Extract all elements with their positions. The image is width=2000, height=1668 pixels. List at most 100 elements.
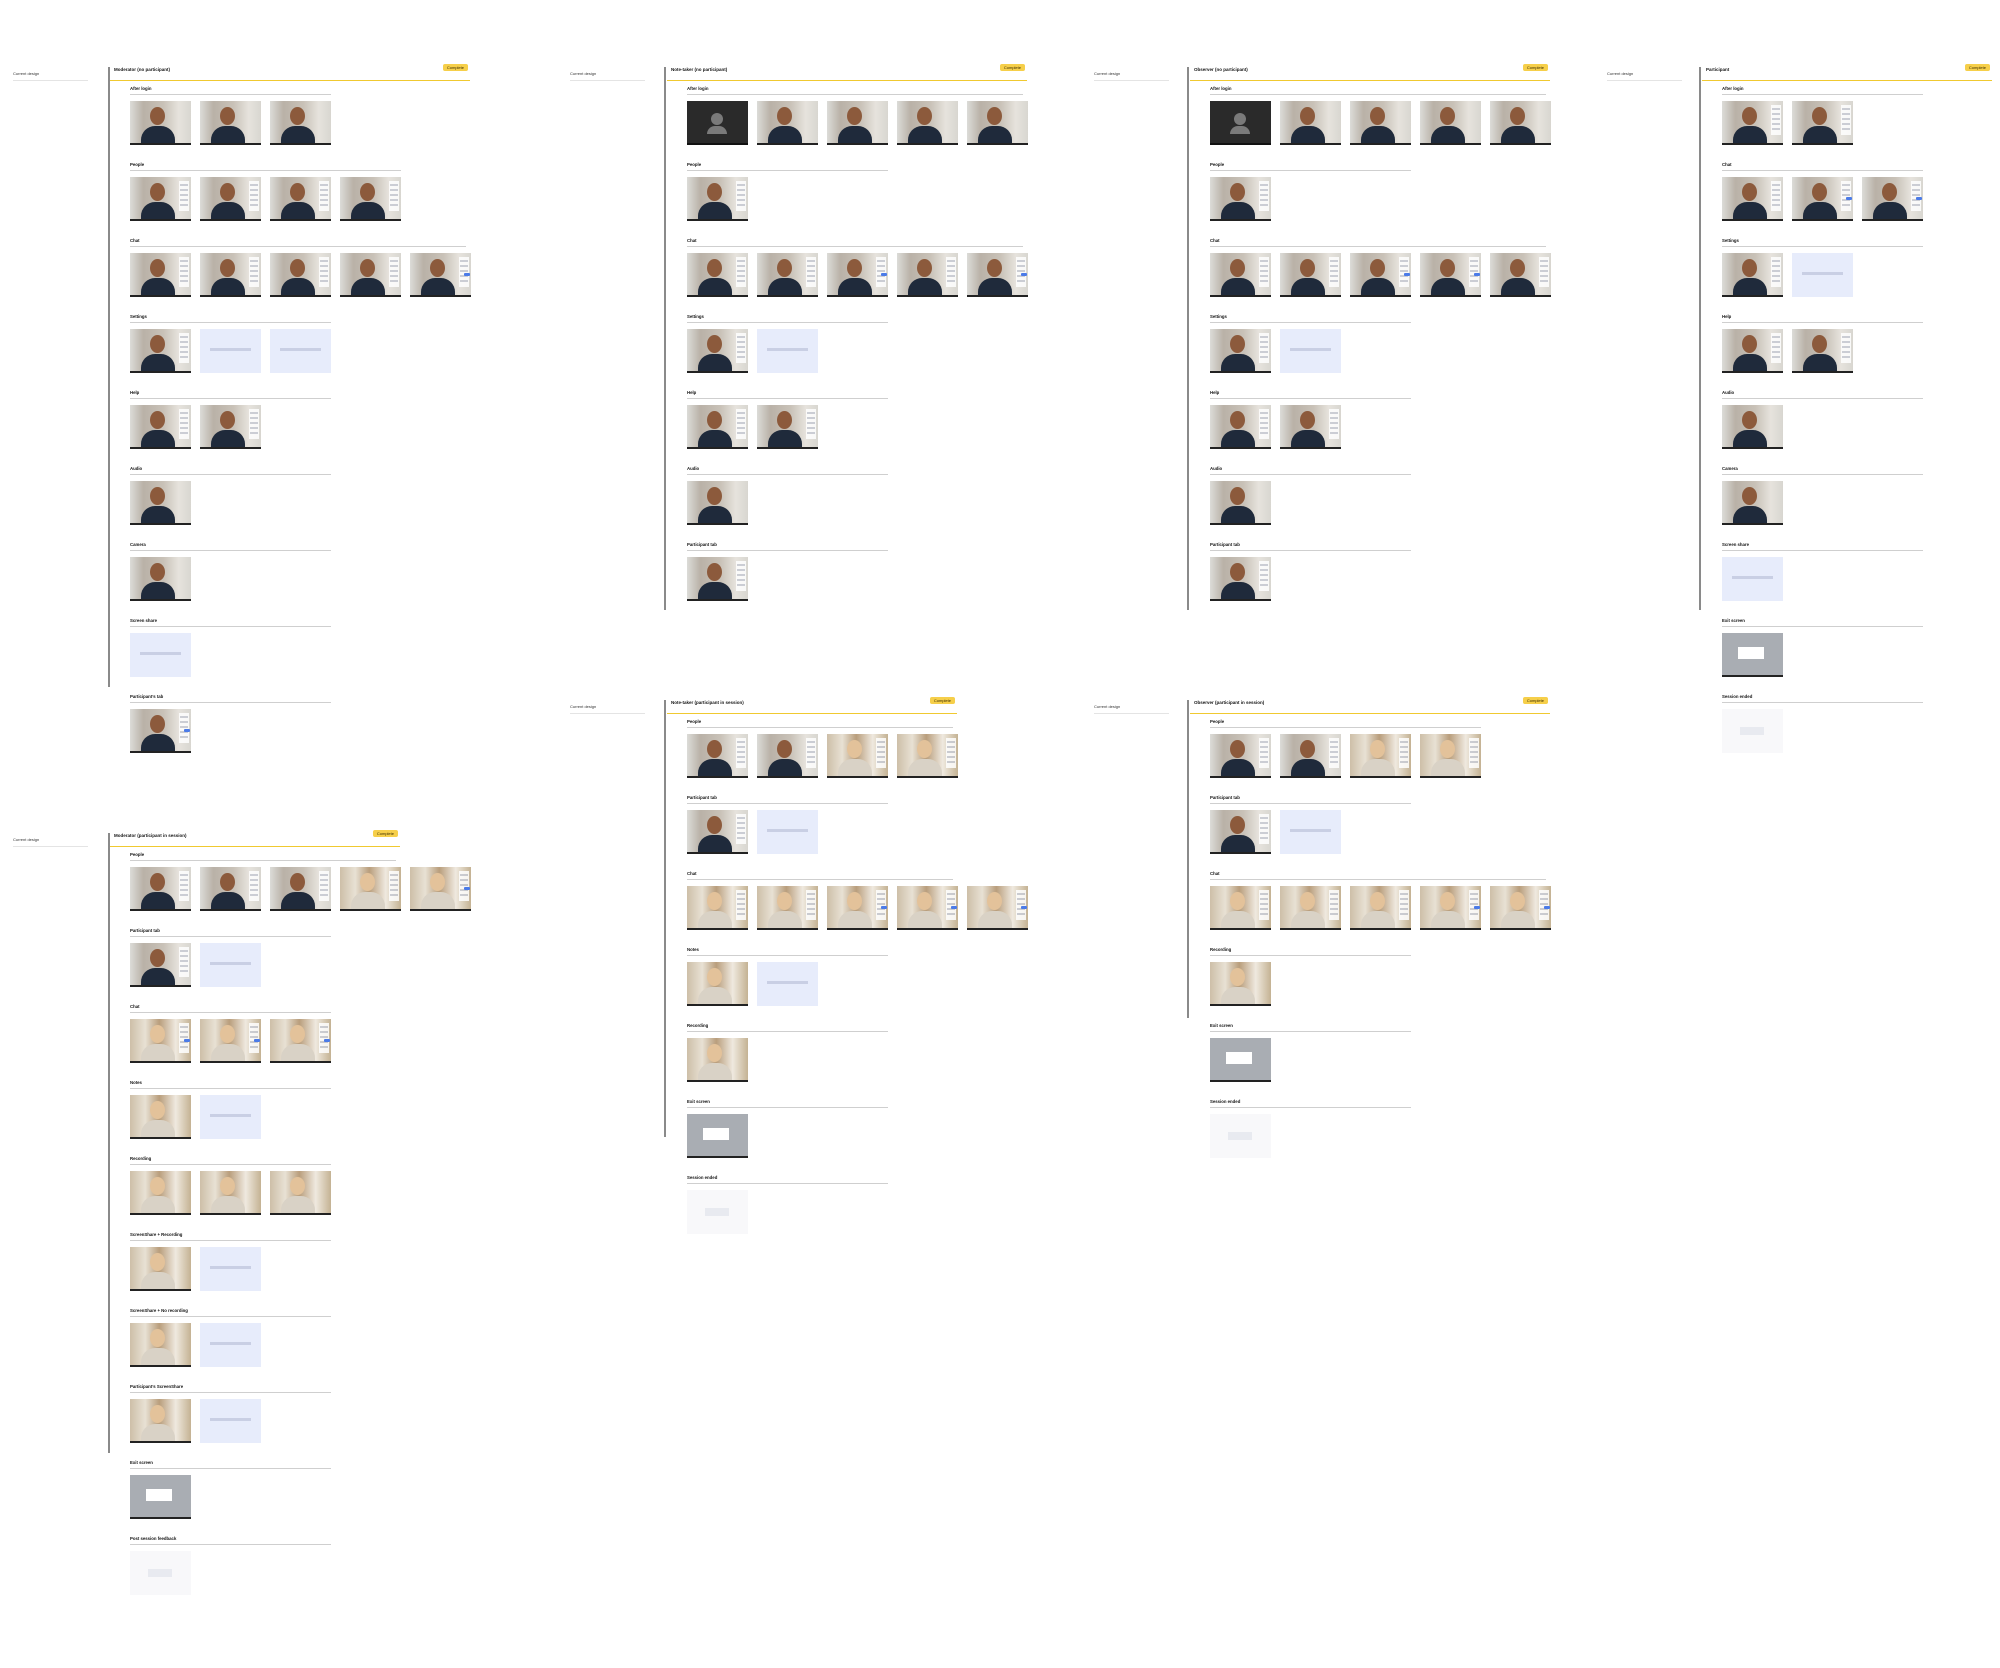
video-thumbnail-woman[interactable] [967, 886, 1028, 930]
placeholder-screen-thumbnail[interactable] [200, 1323, 261, 1367]
video-thumbnail-man[interactable] [1722, 177, 1783, 221]
video-thumbnail-man[interactable] [270, 253, 331, 297]
video-thumbnail-woman[interactable] [757, 886, 818, 930]
video-thumbnail-man[interactable] [967, 101, 1028, 145]
video-thumbnail-man[interactable] [1280, 734, 1341, 778]
video-thumbnail-man[interactable] [130, 405, 191, 449]
placeholder-screen-thumbnail[interactable] [200, 943, 261, 987]
video-thumbnail-man[interactable] [130, 557, 191, 601]
video-thumbnail-man[interactable] [687, 177, 748, 221]
video-thumbnail-man[interactable] [200, 253, 261, 297]
video-thumbnail-man[interactable] [1350, 101, 1411, 145]
video-thumbnail-man[interactable] [340, 253, 401, 297]
video-thumbnail-man[interactable] [270, 867, 331, 911]
placeholder-screen-thumbnail[interactable] [200, 1247, 261, 1291]
video-thumbnail-woman[interactable] [130, 1247, 191, 1291]
video-thumbnail-woman[interactable] [200, 1171, 261, 1215]
video-thumbnail-camera-off[interactable] [1210, 101, 1271, 145]
video-thumbnail-man[interactable] [1280, 101, 1341, 145]
video-thumbnail-man[interactable] [1210, 177, 1271, 221]
video-thumbnail-woman[interactable] [130, 1019, 191, 1063]
placeholder-screen-thumbnail[interactable] [270, 329, 331, 373]
video-thumbnail-man[interactable] [1210, 253, 1271, 297]
video-thumbnail-man[interactable] [1792, 177, 1853, 221]
video-thumbnail-man[interactable] [130, 943, 191, 987]
video-thumbnail-woman[interactable] [687, 962, 748, 1006]
session-ended-thumbnail[interactable] [1210, 1114, 1271, 1158]
video-thumbnail-woman[interactable] [827, 886, 888, 930]
exit-screen-thumbnail[interactable] [1210, 1038, 1271, 1082]
exit-screen-thumbnail[interactable] [687, 1114, 748, 1158]
video-thumbnail-man[interactable] [897, 253, 958, 297]
video-thumbnail-man[interactable] [1350, 253, 1411, 297]
video-thumbnail-man[interactable] [757, 734, 818, 778]
video-thumbnail-woman[interactable] [897, 886, 958, 930]
video-thumbnail-man[interactable] [1722, 101, 1783, 145]
placeholder-screen-thumbnail[interactable] [130, 633, 191, 677]
placeholder-screen-thumbnail[interactable] [757, 962, 818, 1006]
placeholder-screen-thumbnail[interactable] [1722, 557, 1783, 601]
video-thumbnail-man[interactable] [340, 177, 401, 221]
video-thumbnail-man[interactable] [1210, 405, 1271, 449]
video-thumbnail-woman[interactable] [1420, 734, 1481, 778]
video-thumbnail-man[interactable] [200, 867, 261, 911]
video-thumbnail-woman[interactable] [1420, 886, 1481, 930]
video-thumbnail-man[interactable] [200, 405, 261, 449]
session-ended-thumbnail[interactable] [130, 1551, 191, 1595]
placeholder-screen-thumbnail[interactable] [200, 329, 261, 373]
video-thumbnail-man[interactable] [1792, 101, 1853, 145]
video-thumbnail-woman[interactable] [897, 734, 958, 778]
placeholder-screen-thumbnail[interactable] [1792, 253, 1853, 297]
video-thumbnail-man[interactable] [130, 709, 191, 753]
video-thumbnail-woman[interactable] [200, 1019, 261, 1063]
video-thumbnail-man[interactable] [1210, 810, 1271, 854]
video-thumbnail-man[interactable] [410, 253, 471, 297]
video-thumbnail-woman[interactable] [130, 1171, 191, 1215]
video-thumbnail-woman[interactable] [270, 1019, 331, 1063]
exit-screen-thumbnail[interactable] [130, 1475, 191, 1519]
video-thumbnail-man[interactable] [200, 177, 261, 221]
video-thumbnail-man[interactable] [1420, 101, 1481, 145]
video-thumbnail-woman[interactable] [1210, 962, 1271, 1006]
video-thumbnail-woman[interactable] [1350, 734, 1411, 778]
video-thumbnail-man[interactable] [757, 253, 818, 297]
video-thumbnail-man[interactable] [1722, 329, 1783, 373]
video-thumbnail-camera-off[interactable] [687, 101, 748, 145]
video-thumbnail-man[interactable] [130, 867, 191, 911]
video-thumbnail-man[interactable] [1490, 101, 1551, 145]
video-thumbnail-woman[interactable] [270, 1171, 331, 1215]
video-thumbnail-man[interactable] [827, 101, 888, 145]
video-thumbnail-man[interactable] [1792, 329, 1853, 373]
video-thumbnail-man[interactable] [1862, 177, 1923, 221]
video-thumbnail-woman[interactable] [130, 1095, 191, 1139]
placeholder-screen-thumbnail[interactable] [757, 329, 818, 373]
video-thumbnail-man[interactable] [130, 101, 191, 145]
video-thumbnail-man[interactable] [1722, 481, 1783, 525]
video-thumbnail-man[interactable] [687, 810, 748, 854]
video-thumbnail-man[interactable] [687, 405, 748, 449]
video-thumbnail-man[interactable] [1722, 253, 1783, 297]
placeholder-screen-thumbnail[interactable] [1280, 329, 1341, 373]
video-thumbnail-woman[interactable] [687, 1038, 748, 1082]
video-thumbnail-man[interactable] [687, 481, 748, 525]
placeholder-screen-thumbnail[interactable] [1280, 810, 1341, 854]
video-thumbnail-man[interactable] [1210, 734, 1271, 778]
video-thumbnail-man[interactable] [130, 329, 191, 373]
video-thumbnail-man[interactable] [687, 253, 748, 297]
video-thumbnail-woman[interactable] [687, 886, 748, 930]
video-thumbnail-man[interactable] [897, 101, 958, 145]
video-thumbnail-woman[interactable] [1280, 886, 1341, 930]
video-thumbnail-man[interactable] [1280, 253, 1341, 297]
video-thumbnail-woman[interactable] [130, 1323, 191, 1367]
video-thumbnail-woman[interactable] [130, 1399, 191, 1443]
video-thumbnail-man[interactable] [270, 177, 331, 221]
video-thumbnail-man[interactable] [200, 101, 261, 145]
video-thumbnail-man[interactable] [687, 734, 748, 778]
placeholder-screen-thumbnail[interactable] [757, 810, 818, 854]
video-thumbnail-woman[interactable] [1490, 886, 1551, 930]
video-thumbnail-man[interactable] [130, 253, 191, 297]
video-thumbnail-man[interactable] [687, 557, 748, 601]
video-thumbnail-man[interactable] [757, 405, 818, 449]
video-thumbnail-man[interactable] [1722, 405, 1783, 449]
video-thumbnail-man[interactable] [1210, 481, 1271, 525]
